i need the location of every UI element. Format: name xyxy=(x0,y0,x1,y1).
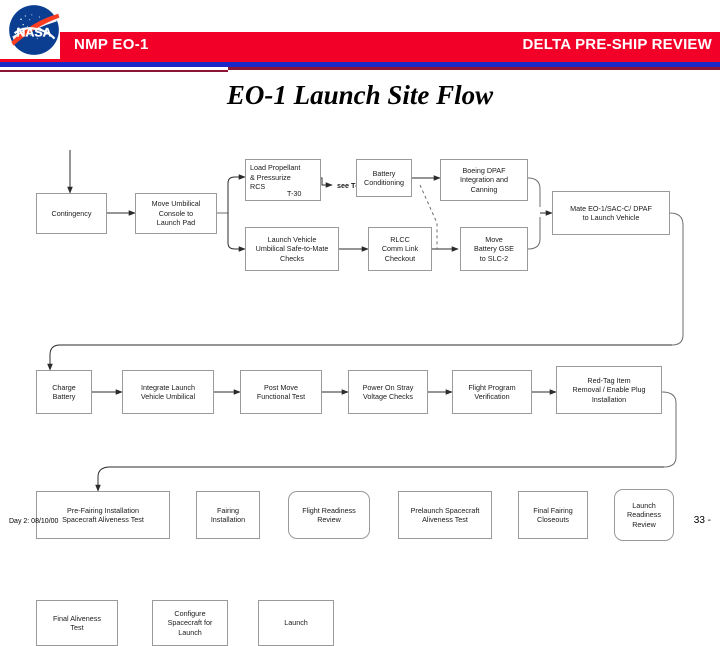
nasa-logo-icon: NASA xyxy=(9,5,60,55)
flow-node-label: Contingency xyxy=(51,208,92,218)
divider-maroon-left xyxy=(0,70,228,72)
flow-node-label: Launch xyxy=(284,618,308,628)
divider-white-left xyxy=(0,67,228,70)
t-minus-30-label: T-30 xyxy=(287,189,302,198)
svg-text:NASA: NASA xyxy=(16,25,51,39)
flow-node-contingency[interactable]: Contingency xyxy=(36,193,107,234)
slide-header: NASA NMP EO-1 DELTA PRE-SHIP REVIEW xyxy=(0,0,720,72)
divider-maroon-right xyxy=(228,67,720,70)
header-right-title: DELTA PRE-SHIP REVIEW xyxy=(522,36,712,53)
footer-page-number: 33 - xyxy=(693,515,711,526)
divider-red xyxy=(0,59,720,62)
header-red-banner xyxy=(60,32,720,59)
footer-date: Day 2: 08/10/00 xyxy=(9,518,59,525)
page-title: EO-1 Launch Site Flow xyxy=(226,80,494,110)
flow-node-launch[interactable]: Launch xyxy=(258,600,334,646)
header-left-title: NMP EO-1 xyxy=(74,36,149,53)
flow-connectors xyxy=(47,150,684,492)
divider-blue xyxy=(0,62,720,67)
